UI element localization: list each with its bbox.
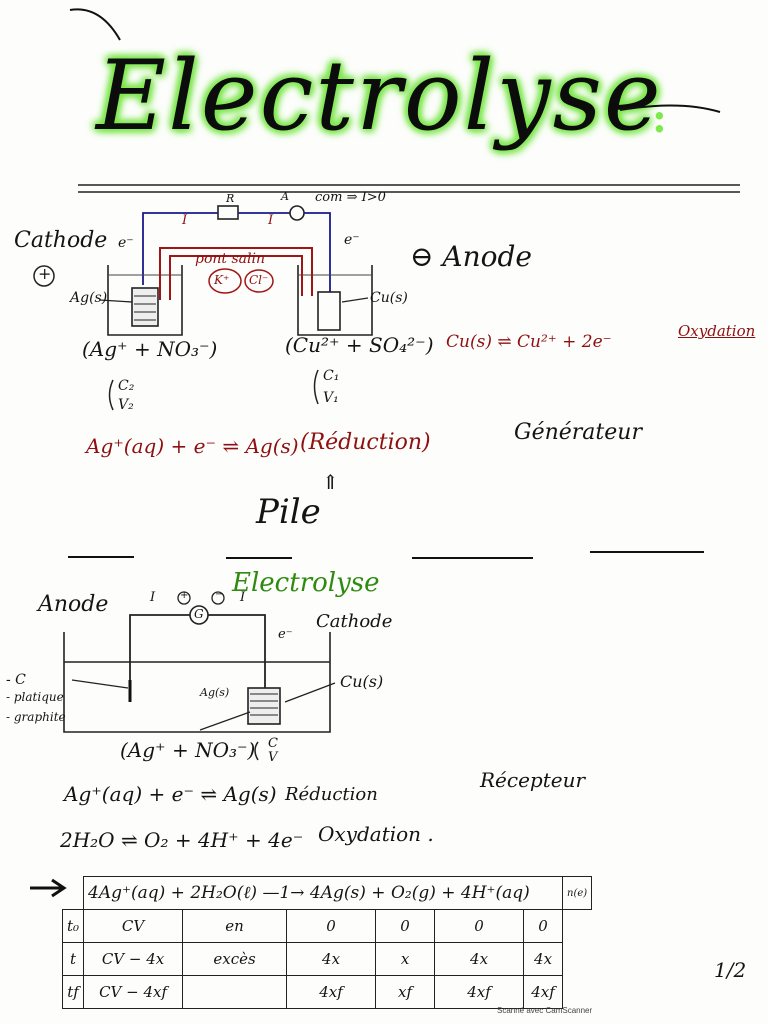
table-cell: 4x — [523, 942, 564, 976]
electrolyse-heading: Electrolyse — [232, 568, 380, 598]
pile-oxidation-word: Oxydation — [678, 322, 756, 340]
electrolyse-electron: e⁻ — [278, 627, 293, 642]
electrolyse-solution: (Ag⁺ + NO₃⁻) — [120, 738, 256, 762]
table-row: 4Ag⁺(aq) + 2H₂O(ℓ) —1→ 4Ag(s) + O₂(g) + … — [62, 876, 593, 910]
generator-plus: + — [180, 590, 189, 601]
electrolyse-reduction-word: Réduction — [285, 784, 378, 805]
table-cell — [182, 975, 288, 1009]
electrolyse-cathode-label: Cathode — [316, 611, 393, 632]
electrolyse-current-1: I — [150, 590, 156, 605]
table-equation: 4Ag⁺(aq) + 2H₂O(ℓ) —1→ 4Ag(s) + O₂(g) + … — [83, 876, 564, 910]
table-cell: t₀ — [61, 909, 85, 943]
cathode-sign: + — [38, 264, 52, 283]
pont-salin-label: pont salin — [195, 251, 265, 267]
electrode-material-3: - graphite — [6, 710, 66, 724]
left-vol: V₂ — [118, 397, 134, 413]
table-cell: 4xf — [523, 975, 564, 1009]
table-row: t CV − 4x excès 4x x 4x 4x — [61, 942, 592, 976]
table-cell: 4xf — [286, 975, 377, 1009]
com-label: com ⇒ I>0 — [315, 190, 386, 205]
electrolyse-conc: C — [268, 736, 278, 751]
current-label-1: I — [182, 213, 188, 228]
cl-ion: Cl⁻ — [249, 273, 269, 287]
table-cell: CV — [83, 909, 184, 943]
electrolyse-anode-label: Anode — [38, 592, 109, 617]
cathode-label: Cathode — [14, 228, 108, 253]
generator-symbol: G — [194, 607, 204, 621]
k-ion: K⁺ — [214, 273, 230, 287]
table-cell: excès — [182, 942, 288, 976]
table-cell: 4x — [286, 942, 377, 976]
left-solution: (Ag⁺ + NO₃⁻) — [82, 337, 218, 361]
electrode-material-2: - platique — [6, 690, 64, 704]
pile-reduction-eq: Ag⁺(aq) + e⁻ ⇌ Ag(s) — [86, 434, 299, 458]
electrolyse-ag-label: Ag(s) — [200, 686, 230, 699]
table-cell: 0 — [375, 909, 436, 943]
page-title: Electrolyse — [96, 40, 663, 152]
pile-arrow: ⇑ — [322, 470, 339, 494]
electron-right: e⁻ — [344, 232, 360, 248]
electron-left: e⁻ — [118, 235, 134, 251]
right-vol: V₁ — [323, 390, 339, 406]
table-cell: CV − 4x — [83, 942, 184, 976]
pile-role: Générateur — [514, 420, 642, 445]
electrolyse-role: Récepteur — [480, 768, 586, 792]
table-cell: 4x — [434, 942, 525, 976]
table-row: t₀ CV en 0 0 0 0 — [61, 909, 592, 943]
page-number: 1/2 — [714, 958, 747, 982]
electrolyse-current-2: I — [240, 590, 246, 605]
electrolyse-reduction-eq: Ag⁺(aq) + e⁻ ⇌ Ag(s) — [64, 782, 277, 806]
electrolyse-cu-label: Cu(s) — [340, 672, 384, 691]
reaction-table: 4Ag⁺(aq) + 2H₂O(ℓ) —1→ 4Ag(s) + O₂(g) + … — [61, 876, 593, 1009]
table-row: tf CV − 4xf 4xf xf 4xf 4xf — [61, 975, 592, 1009]
table-equation-extra: n(e) — [562, 876, 593, 910]
right-conc: C₁ — [323, 368, 340, 384]
pile-reduction-word: (Réduction) — [300, 430, 431, 455]
electrolyse-vol: V — [268, 750, 278, 765]
table-cell: 0 — [434, 909, 525, 943]
table-cell: 4xf — [434, 975, 525, 1009]
table-cell: 0 — [523, 909, 564, 943]
table-cell: t — [61, 942, 85, 976]
cu-electrode-label: Cu(s) — [370, 290, 408, 306]
electrode-material-1: - C — [6, 672, 26, 688]
pile-oxidation-eq: Cu(s) ⇌ Cu²⁺ + 2e⁻ — [446, 332, 612, 352]
current-label-2: I — [268, 213, 274, 228]
table-cell: en — [182, 909, 288, 943]
right-solution: (Cu²⁺ + SO₄²⁻) — [285, 333, 434, 357]
table-cell: CV − 4xf — [83, 975, 184, 1009]
resistor-label: R — [226, 192, 235, 205]
left-conc: C₂ — [118, 378, 135, 394]
ag-electrode-label: Ag(s) — [70, 290, 108, 306]
pile-name: Pile — [256, 492, 321, 532]
anode-label: ⊖ Anode — [410, 240, 532, 273]
generator-minus: − — [215, 589, 224, 600]
table-cell: 0 — [286, 909, 377, 943]
scanner-footer: Scanné avec CamScanner — [497, 1006, 593, 1015]
table-cell: xf — [375, 975, 436, 1009]
electrolyse-oxidation-word: Oxydation . — [318, 822, 434, 846]
ammeter-label: A — [281, 190, 289, 203]
table-cell: tf — [61, 975, 85, 1009]
electrolyse-oxidation-eq: 2H₂O ⇌ O₂ + 4H⁺ + 4e⁻ — [60, 828, 304, 852]
table-cell: x — [375, 942, 436, 976]
